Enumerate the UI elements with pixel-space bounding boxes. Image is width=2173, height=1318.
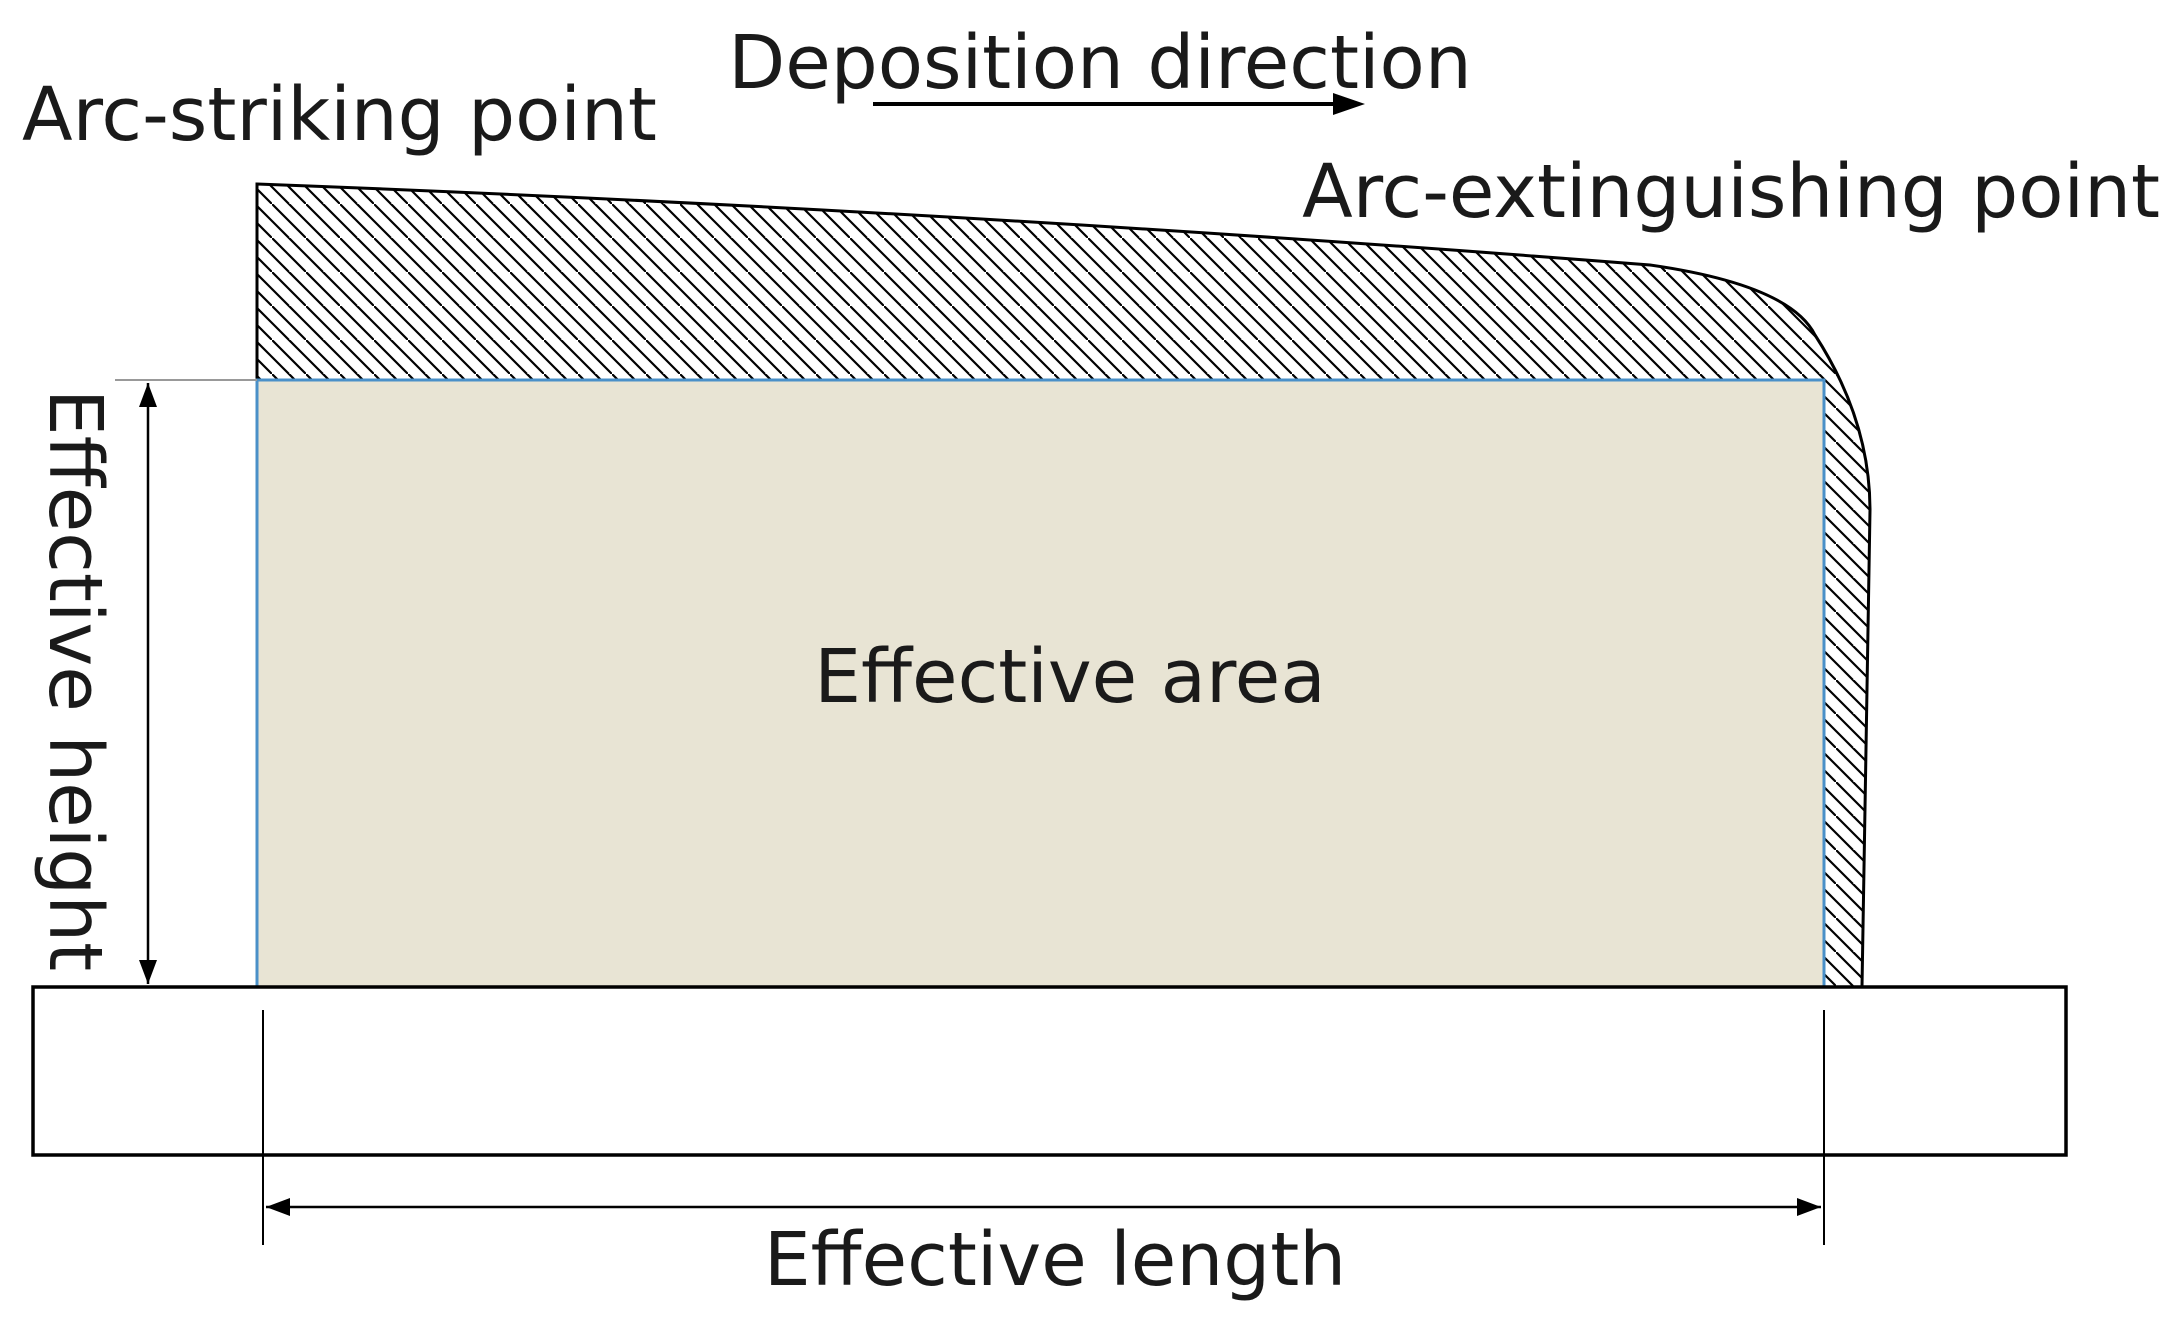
top-arrowhead xyxy=(139,383,157,407)
arc-striking-point-label: Arc-striking point xyxy=(22,72,657,158)
deposition-direction-arrow xyxy=(873,93,1365,115)
direction-arrowhead xyxy=(1333,93,1365,115)
substrate-plate xyxy=(31,985,2068,1157)
right-arrowhead xyxy=(1797,1198,1821,1216)
effective-length-dimension xyxy=(266,1198,1821,1216)
left-arrowhead xyxy=(266,1198,290,1216)
effective-area-rect xyxy=(255,378,1826,989)
deposition-direction-label: Deposition direction xyxy=(728,20,1471,106)
effective-height-label: Effective height xyxy=(32,389,118,971)
wall-outline xyxy=(255,182,1872,988)
effective-area-label: Effective area xyxy=(814,634,1325,720)
arc-extinguishing-point-label: Arc-extinguishing point xyxy=(1302,149,2160,235)
bottom-arrowhead xyxy=(139,960,157,984)
effective-height-dimension xyxy=(139,383,157,984)
effective-length-label: Effective length xyxy=(764,1217,1346,1303)
